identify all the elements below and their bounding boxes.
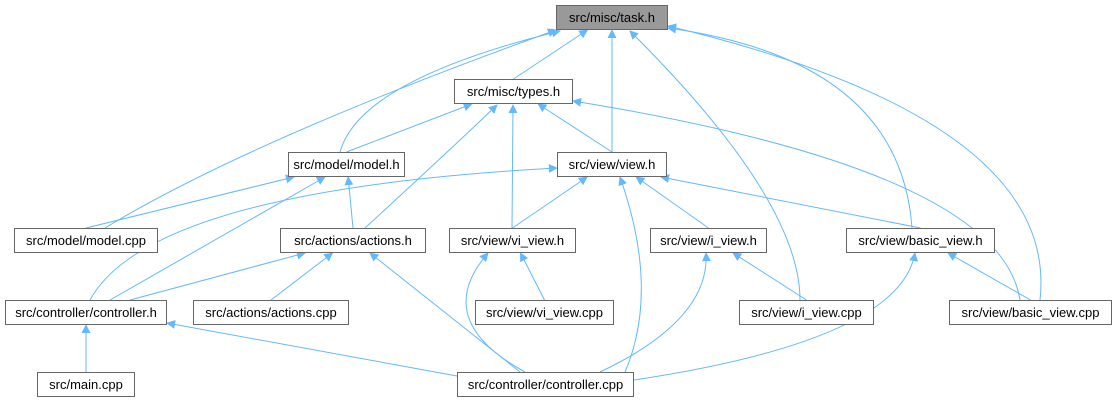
node-task-h[interactable]: src/misc/task.h — [556, 5, 668, 30]
edge-vi-view-h-to-view-h — [512, 176, 588, 229]
node-controller-cpp[interactable]: src/controller/controller.cpp — [457, 372, 634, 397]
node-actions-h[interactable]: src/actions/actions.h — [280, 228, 426, 253]
edge-controller-cpp-to-i-view-h — [599, 252, 711, 373]
edge-vi-view-cpp-to-vi-view-h — [520, 252, 545, 301]
node-i-view-cpp[interactable]: src/view/i_view.cpp — [739, 300, 874, 325]
node-types-h[interactable]: src/misc/types.h — [454, 79, 573, 104]
edge-actions-cpp-to-actions-h — [270, 252, 334, 301]
edge-model-h-to-types-h — [346, 102, 473, 153]
node-basic-view-cpp[interactable]: src/view/basic_view.cpp — [949, 300, 1112, 325]
node-controller-h[interactable]: src/controller/controller.h — [5, 300, 167, 325]
edge-basic-view-cpp-to-task-h — [667, 23, 1042, 301]
edge-model-cpp-to-model-h — [85, 174, 295, 229]
edge-basic-view-cpp-to-basic-view-h — [947, 252, 1031, 301]
edge-controller-h-to-actions-h — [129, 250, 306, 301]
edge-i-view-h-to-view-h — [635, 176, 709, 229]
node-vi-view-cpp[interactable]: src/view/vi_view.cpp — [475, 300, 614, 325]
node-model-h[interactable]: src/model/model.h — [288, 152, 405, 177]
edge-basic-view-h-to-view-h — [660, 174, 921, 229]
node-main-cpp[interactable]: src/main.cpp — [37, 372, 135, 397]
edge-types-h-to-task-h — [513, 29, 589, 80]
edge-basic-view-h-to-task-h — [667, 24, 913, 229]
edge-basic-view-cpp-to-types-h — [572, 97, 1021, 301]
edge-i-view-cpp-to-i-view-h — [732, 252, 807, 301]
node-actions-cpp[interactable]: src/actions/actions.cpp — [193, 300, 349, 325]
node-vi-view-h[interactable]: src/view/vi_view.h — [449, 228, 576, 253]
edge-controller-cpp-to-controller-h — [166, 320, 458, 377]
edge-controller-h-to-model-h — [109, 176, 326, 301]
edge-view-h-to-types-h — [537, 103, 613, 153]
edge-controller-cpp-to-vi-view-h — [465, 252, 526, 373]
edge-controller-cpp-to-view-h — [618, 176, 642, 373]
node-model-cpp[interactable]: src/model/model.cpp — [14, 228, 158, 253]
edge-model-cpp-to-task-h — [104, 28, 557, 229]
edge-actions-h-to-types-h — [364, 104, 498, 229]
edge-actions-h-to-model-h — [344, 176, 354, 229]
edge-controller-h-to-view-h — [89, 163, 558, 301]
edge-model-h-to-task-h — [339, 28, 561, 153]
edge-vi-view-h-to-types-h — [508, 104, 518, 229]
node-view-h[interactable]: src/view/view.h — [557, 152, 667, 177]
node-i-view-h[interactable]: src/view/i_view.h — [650, 228, 767, 253]
edge-i-view-cpp-to-task-h — [629, 30, 801, 301]
edge-controller-cpp-to-basic-view-h — [633, 252, 919, 381]
node-basic-view-h[interactable]: src/view/basic_view.h — [846, 228, 995, 253]
